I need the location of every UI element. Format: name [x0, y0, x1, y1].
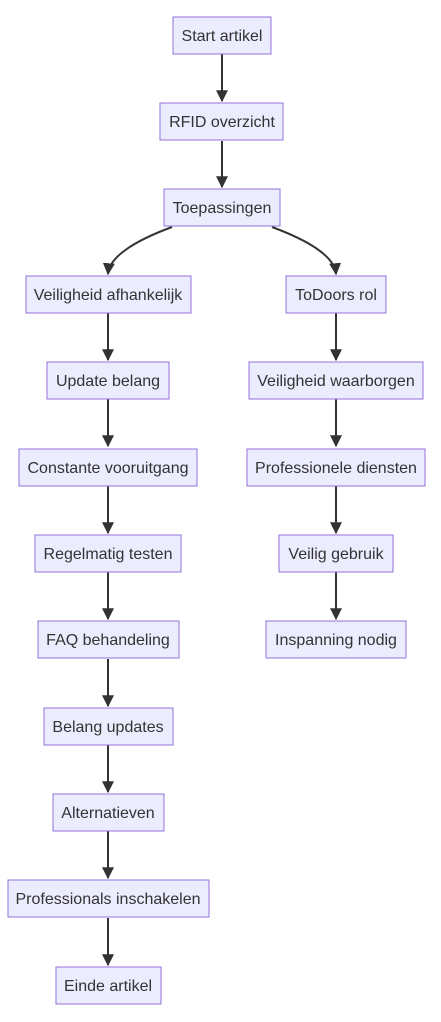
node-label: Start artikel [182, 28, 263, 45]
node-update-belang: Update belang [46, 361, 170, 400]
node-rfid-overzicht: RFID overzicht [159, 102, 284, 141]
node-label: ToDoors rol [295, 287, 377, 304]
node-label: Professionals inschakelen [16, 891, 201, 908]
node-label: Inspanning nodig [275, 632, 397, 649]
node-professionals-inschakelen: Professionals inschakelen [7, 879, 210, 918]
node-belang-updates: Belang updates [43, 707, 174, 746]
node-label: Professionele diensten [255, 460, 417, 477]
node-einde-artikel: Einde artikel [55, 966, 162, 1005]
node-veiligheid-waarborgen: Veiligheid waarborgen [248, 361, 424, 400]
node-alternatieven: Alternatieven [52, 793, 165, 832]
node-label: Toepassingen [173, 200, 272, 217]
node-veilig-gebruik: Veilig gebruik [278, 534, 394, 573]
node-label: Alternatieven [61, 805, 154, 822]
edges [102, 54, 342, 967]
node-label: Constante vooruitgang [28, 460, 189, 477]
node-label: RFID overzicht [169, 114, 275, 131]
node-inspanning-nodig: Inspanning nodig [265, 620, 407, 659]
node-label: Veiligheid waarborgen [257, 373, 414, 390]
node-label: Veiligheid afhankelijk [34, 287, 184, 304]
node-toepassingen: Toepassingen [163, 188, 281, 227]
node-todoors-rol: ToDoors rol [285, 275, 387, 314]
node-label: Belang updates [52, 719, 163, 736]
node-faq-behandeling: FAQ behandeling [37, 620, 180, 659]
edge-toepassingen-todoors-rol [271, 226, 342, 276]
node-label: Einde artikel [64, 978, 152, 995]
node-start-artikel: Start artikel [172, 16, 272, 55]
node-constante-vooruitgang: Constante vooruitgang [18, 448, 198, 487]
nodes: Start artikel RFID overzicht Toepassinge… [7, 16, 426, 1005]
node-regelmatig-testen: Regelmatig testen [34, 534, 182, 573]
node-label: Veilig gebruik [288, 546, 384, 563]
node-professionele-diensten: Professionele diensten [246, 448, 426, 487]
edge-toepassingen-veiligheid-afhankelijk [102, 226, 173, 276]
node-label: Regelmatig testen [44, 546, 173, 563]
node-label: Update belang [56, 373, 160, 390]
node-veiligheid-afhankelijk: Veiligheid afhankelijk [25, 275, 192, 314]
node-label: FAQ behandeling [46, 632, 170, 649]
